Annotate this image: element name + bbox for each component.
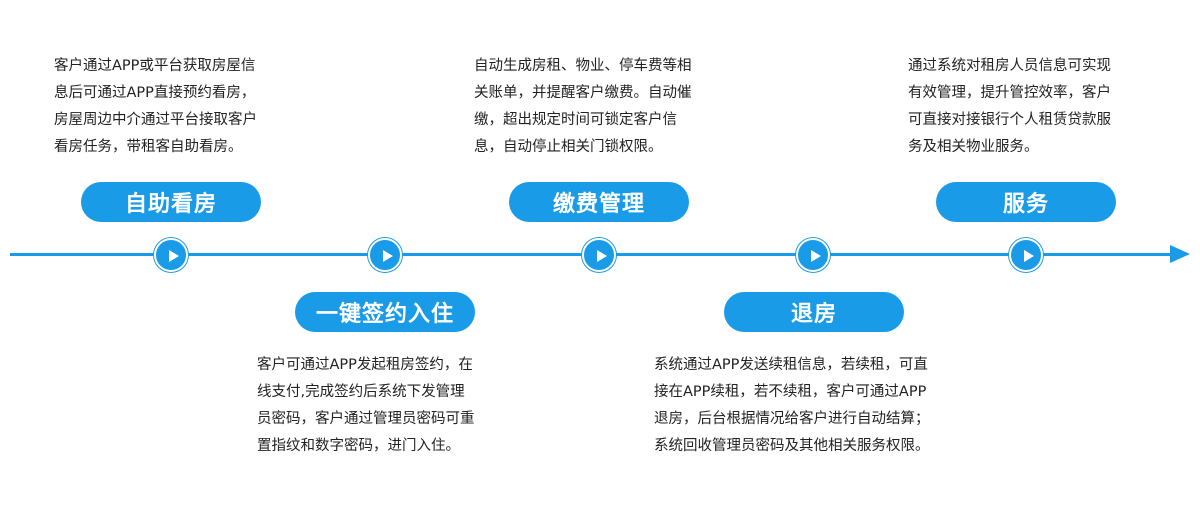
step-4-line-1: 系统通过APP发送续租信息，若续租，可直	[654, 357, 928, 373]
step-2-description: 客户可通过APP发起租房签约，在 线支付,完成签约后系统下发管理 员密码，客户通…	[257, 352, 475, 460]
step-2-line-4: 置指纹和数字密码，进门入住。	[257, 438, 460, 454]
step-1-line-2: 息后可通过APP直接预约看房，	[54, 85, 256, 101]
step-2-line-3: 员密码，客户通过管理员密码可重	[257, 411, 475, 427]
step-1-description: 客户通过APP或平台获取房屋信 息后可通过APP直接预约看房， 房屋周边中介通过…	[54, 53, 257, 161]
timeline-node-1	[154, 238, 188, 272]
step-4-line-3: 退房，后台根据情况给客户进行自动结算；	[654, 411, 930, 427]
step-2-title: 一键签约入住	[295, 292, 475, 332]
timeline-node-5	[1009, 238, 1043, 272]
step-3-line-2: 关账单，并提醒客户缴费。自动催	[474, 85, 692, 101]
step-5-line-2: 有效管理，提升管控效率，客户	[908, 85, 1111, 101]
step-3-description: 自动生成房租、物业、停车费等相 关账单，并提醒客户缴费。自动催 缴，超出规定时间…	[474, 53, 692, 161]
step-4-line-4: 系统回收管理员密码及其他相关服务权限。	[654, 438, 930, 454]
step-3-line-1: 自动生成房租、物业、停车费等相	[474, 58, 692, 74]
play-triangle-icon	[383, 250, 393, 262]
step-5-line-4: 务及相关物业服务。	[908, 139, 1039, 155]
step-4-description: 系统通过APP发送续租信息，若续租，可直 接在APP续租，若不续租，客户可通过A…	[654, 352, 930, 460]
play-triangle-icon	[597, 250, 607, 262]
step-5-line-3: 可直接对接银行个人租赁贷款服	[908, 112, 1111, 128]
step-4-title: 退房	[724, 292, 904, 332]
step-5-description: 通过系统对租房人员信息可实现 有效管理，提升管控效率，客户 可直接对接银行个人租…	[908, 53, 1111, 161]
timeline-node-4	[796, 238, 830, 272]
step-1-title: 自助看房	[81, 182, 261, 222]
step-1-line-1: 客户通过APP或平台获取房屋信	[54, 58, 256, 74]
play-triangle-icon	[169, 250, 179, 262]
arrowhead-icon	[1170, 245, 1190, 263]
step-3-line-3: 缴，超出规定时间可锁定客户信	[474, 112, 677, 128]
play-triangle-icon	[1024, 250, 1034, 262]
step-1-line-4: 看房任务，带租客自助看房。	[54, 139, 243, 155]
step-2-line-2: 线支付,完成签约后系统下发管理	[257, 384, 465, 400]
step-2-line-1: 客户可通过APP发起租房签约，在	[257, 357, 473, 373]
play-triangle-icon	[811, 250, 821, 262]
timeline-node-3	[582, 238, 616, 272]
step-4-line-2: 接在APP续租，若不续租，客户可通过APP	[654, 384, 927, 400]
step-3-line-4: 息，自动停止相关门锁权限。	[474, 139, 663, 155]
step-5-line-1: 通过系统对租房人员信息可实现	[908, 58, 1111, 74]
step-3-title: 缴费管理	[509, 182, 689, 222]
step-5-title: 服务	[936, 182, 1116, 222]
step-1-line-3: 房屋周边中介通过平台接取客户	[54, 112, 257, 128]
timeline-node-2	[368, 238, 402, 272]
